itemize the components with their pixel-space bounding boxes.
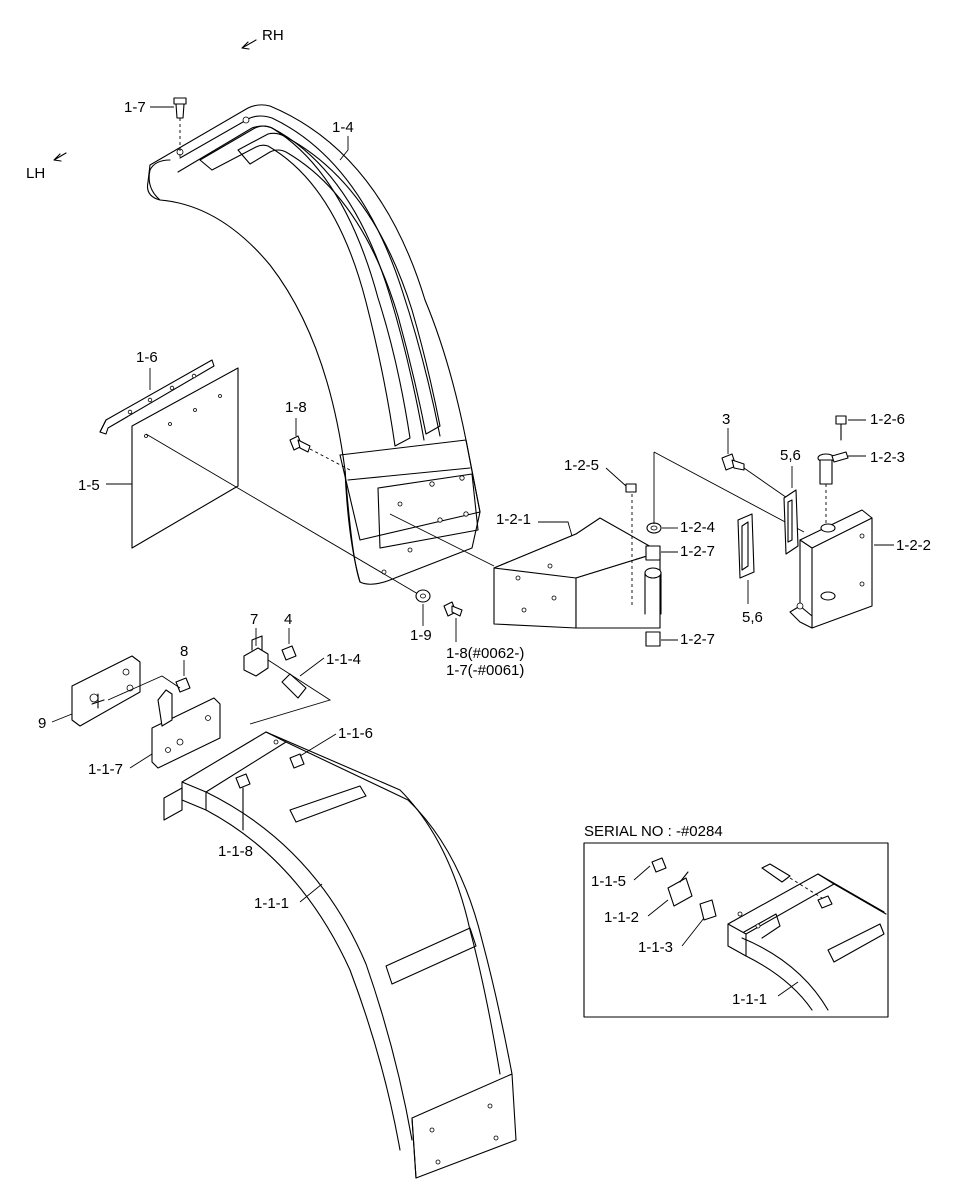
pin-1-2-3 <box>817 451 849 526</box>
label-1-4: 1-4 <box>332 119 354 136</box>
label-1-1-8: 1-1-8 <box>218 843 253 860</box>
label-1-8-note: 1-8(#0062-) <box>446 645 524 662</box>
bolt-1-2-6 <box>835 415 847 441</box>
label-1-2-1: 1-2-1 <box>496 511 531 528</box>
mud-flap-1-5 <box>131 367 239 549</box>
label-3: 3 <box>722 411 730 428</box>
label-1-2-5: 1-2-5 <box>564 457 599 474</box>
inset-label-1-1-1: 1-1-1 <box>732 991 767 1008</box>
bolt-8 <box>175 677 191 693</box>
bolt-1-7-top <box>173 97 187 158</box>
label-5-6-b: 5,6 <box>742 609 763 626</box>
spacer-plate-5-6-a <box>783 489 799 555</box>
inset-title: SERIAL NO : -#0284 <box>584 823 723 840</box>
rh-arrow-icon <box>241 39 257 50</box>
label-1-6: 1-6 <box>136 349 158 366</box>
label-1-2-4: 1-2-4 <box>680 519 715 536</box>
label-1-2-3: 1-2-3 <box>870 449 905 466</box>
latch-1-1-7 <box>151 689 221 769</box>
bracket-1-6 <box>99 359 215 435</box>
inset-label-1-1-3: 1-1-3 <box>638 939 673 956</box>
hinge-bracket-1-2-2 <box>789 509 873 629</box>
plate-9 <box>71 655 141 727</box>
label-1-1-7: 1-1-7 <box>88 761 123 778</box>
label-1-2-7-b: 1-2-7 <box>680 631 715 648</box>
label-4: 4 <box>284 611 292 628</box>
label-1-1-1: 1-1-1 <box>254 895 289 912</box>
label-1-2-7-a: 1-2-7 <box>680 543 715 560</box>
label-1-9: 1-9 <box>410 627 432 644</box>
serial-inset-box <box>583 842 889 1018</box>
label-1-7-note: 1-7(-#0061) <box>446 662 524 679</box>
frame-1-1-1 <box>163 731 517 1179</box>
spacer-1-1-4 <box>281 673 307 699</box>
label-1-7-top: 1-7 <box>124 99 146 116</box>
washer-1-9 <box>415 589 431 603</box>
label-5-6-a: 5,6 <box>780 447 801 464</box>
label-1-2-6: 1-2-6 <box>870 411 905 428</box>
bolt-1-1-6 <box>289 753 305 769</box>
label-1-1-6: 1-1-6 <box>338 725 373 742</box>
fender-cover-1-4 <box>146 104 481 585</box>
label-1-8-mid: 1-8 <box>285 399 307 416</box>
bolt-1-8-mid <box>289 435 351 471</box>
lh-label: LH <box>26 165 45 182</box>
hinge-pin-1-2-x <box>625 483 662 647</box>
label-1-2-2: 1-2-2 <box>896 537 931 554</box>
label-8: 8 <box>180 643 188 660</box>
bolt-1-8-lower <box>443 601 463 617</box>
inset-label-1-1-2: 1-1-2 <box>604 909 639 926</box>
inset-label-1-1-5: 1-1-5 <box>591 873 626 890</box>
label-9: 9 <box>38 715 46 732</box>
bolt-4 <box>281 645 297 661</box>
lh-arrow-icon <box>53 152 67 162</box>
rh-label: RH <box>262 27 284 44</box>
bolt-1-1-8 <box>235 773 251 831</box>
mount-plate-1-2-1 <box>493 517 661 629</box>
label-1-1-4: 1-1-4 <box>326 651 361 668</box>
clip-7 <box>243 635 269 677</box>
label-1-5: 1-5 <box>78 477 100 494</box>
label-7: 7 <box>250 611 258 628</box>
direction-indicators: RH LH <box>26 27 284 182</box>
bolt-3 <box>721 453 745 471</box>
spacer-plate-5-6-b <box>737 513 755 579</box>
